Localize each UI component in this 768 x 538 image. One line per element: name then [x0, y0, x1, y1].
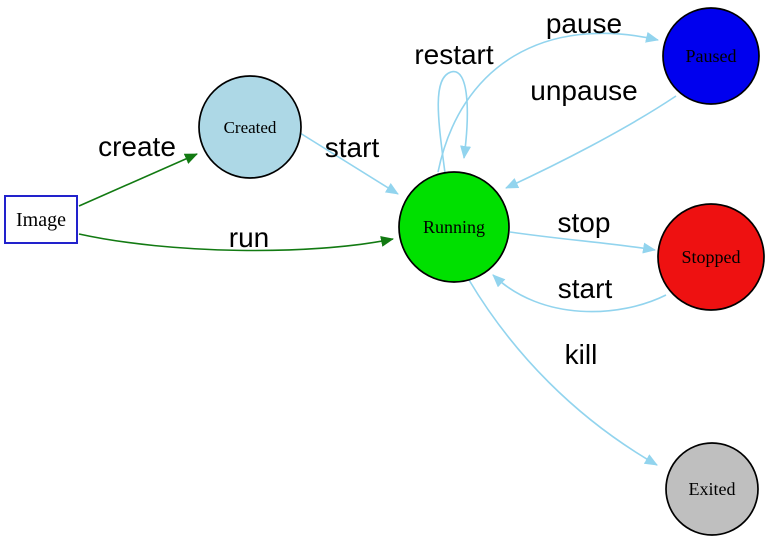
edge-restart-selfloop: [437, 71, 472, 174]
edge-pause: [437, 31, 659, 173]
nodes: Image Created Running Paused Stopped Exi…: [4, 7, 765, 536]
edge-label-restart: restart: [414, 39, 494, 70]
edge-start-created-running: [299, 132, 399, 195]
edge-label-start-2: start: [558, 273, 613, 304]
node-paused: [662, 7, 760, 105]
edge-run: [78, 233, 394, 252]
node-image-label: Image: [16, 209, 66, 231]
edge-label-stop: stop: [558, 207, 611, 238]
edge-unpause: [505, 95, 677, 189]
node-paused-label: Paused: [686, 46, 737, 66]
edge-label-run: run: [229, 222, 269, 253]
node-running: [398, 171, 510, 283]
edge-label-start-1: start: [325, 132, 380, 163]
edge-label-pause: pause: [546, 8, 622, 39]
node-exited: [665, 442, 759, 536]
edge-kill: [468, 279, 658, 466]
edge-label-kill: kill: [565, 339, 598, 370]
edge-create: [78, 153, 198, 207]
node-stopped-label: Stopped: [681, 247, 740, 267]
node-created-label: Created: [224, 118, 277, 137]
edge-start-stopped-running: [492, 274, 667, 313]
edge-stop: [509, 231, 656, 254]
edge-labels: create run start restart pause unpause s…: [98, 8, 638, 370]
edge-label-create: create: [98, 131, 176, 162]
node-exited-label: Exited: [689, 479, 736, 499]
edges: [78, 31, 677, 466]
node-image: [4, 195, 78, 244]
node-stopped: [657, 203, 765, 311]
node-running-label: Running: [423, 217, 485, 237]
edge-label-unpause: unpause: [530, 75, 637, 106]
node-created: [198, 75, 302, 179]
